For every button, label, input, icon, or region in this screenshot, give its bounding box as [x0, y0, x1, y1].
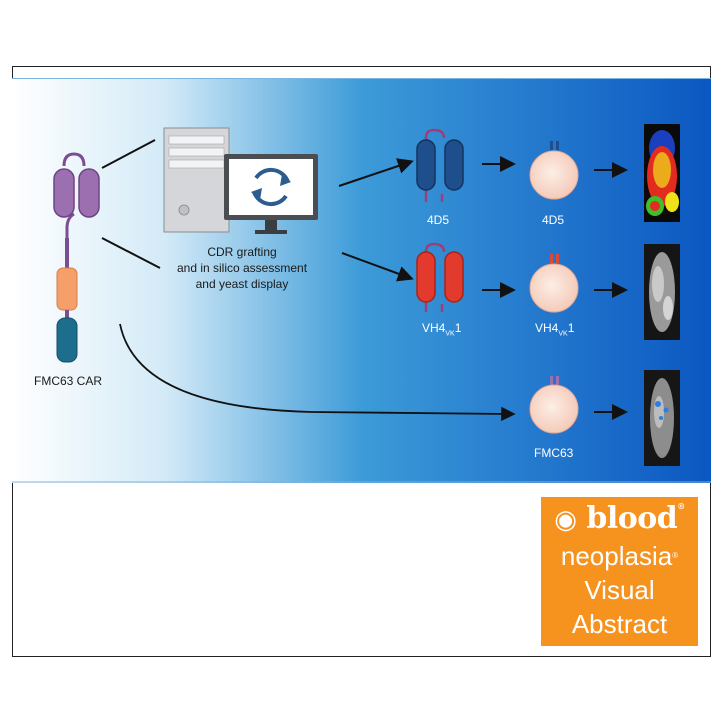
cdr-line-2: and in silico assessment	[176, 261, 308, 275]
logo-line-3: Abstract	[571, 609, 668, 639]
diagram-svg	[12, 78, 711, 483]
fmc63-car-label: FMC63 CAR	[34, 374, 103, 388]
computer-icon	[163, 127, 318, 234]
cell-4d5-label: 4D5	[542, 213, 565, 227]
mouse-image-4d5	[644, 124, 680, 222]
construct-4d5	[416, 128, 464, 202]
refresh-cycle-icon	[251, 167, 291, 207]
graphical-panel: FMC63 CAR CDR grafting and in silico ass…	[12, 78, 711, 483]
cell-4d5	[529, 141, 579, 200]
construct-vh4	[416, 242, 464, 312]
cell-vh4-label: VH4VK1	[535, 321, 575, 338]
gradient-background	[12, 78, 711, 483]
mouse-image-fmc63	[644, 370, 680, 466]
blood-neoplasia-logo: ◉ blood® neoplasia® Visual Abstract	[541, 497, 698, 646]
cell-fmc63-label: FMC63	[534, 446, 574, 460]
construct-4d5-label: 4D5	[427, 213, 450, 227]
logo-brand: ◉ blood®	[554, 501, 685, 536]
cell-vh4	[529, 254, 579, 313]
logo-line-1: neoplasia®	[560, 541, 679, 571]
cdr-line-1: CDR grafting	[207, 245, 277, 259]
blood-drop-icon: ◉	[554, 505, 577, 535]
cdr-line-3: and yeast display	[195, 277, 289, 291]
fmc63-car-construct	[53, 152, 100, 363]
mouse-image-vh4	[644, 244, 680, 340]
cell-fmc63	[529, 376, 579, 434]
cdr-grafting-caption: CDR grafting and in silico assessment an…	[152, 244, 332, 292]
construct-vh4-label: VH4VK1	[422, 321, 462, 338]
logo-line-2: Visual	[584, 575, 655, 605]
